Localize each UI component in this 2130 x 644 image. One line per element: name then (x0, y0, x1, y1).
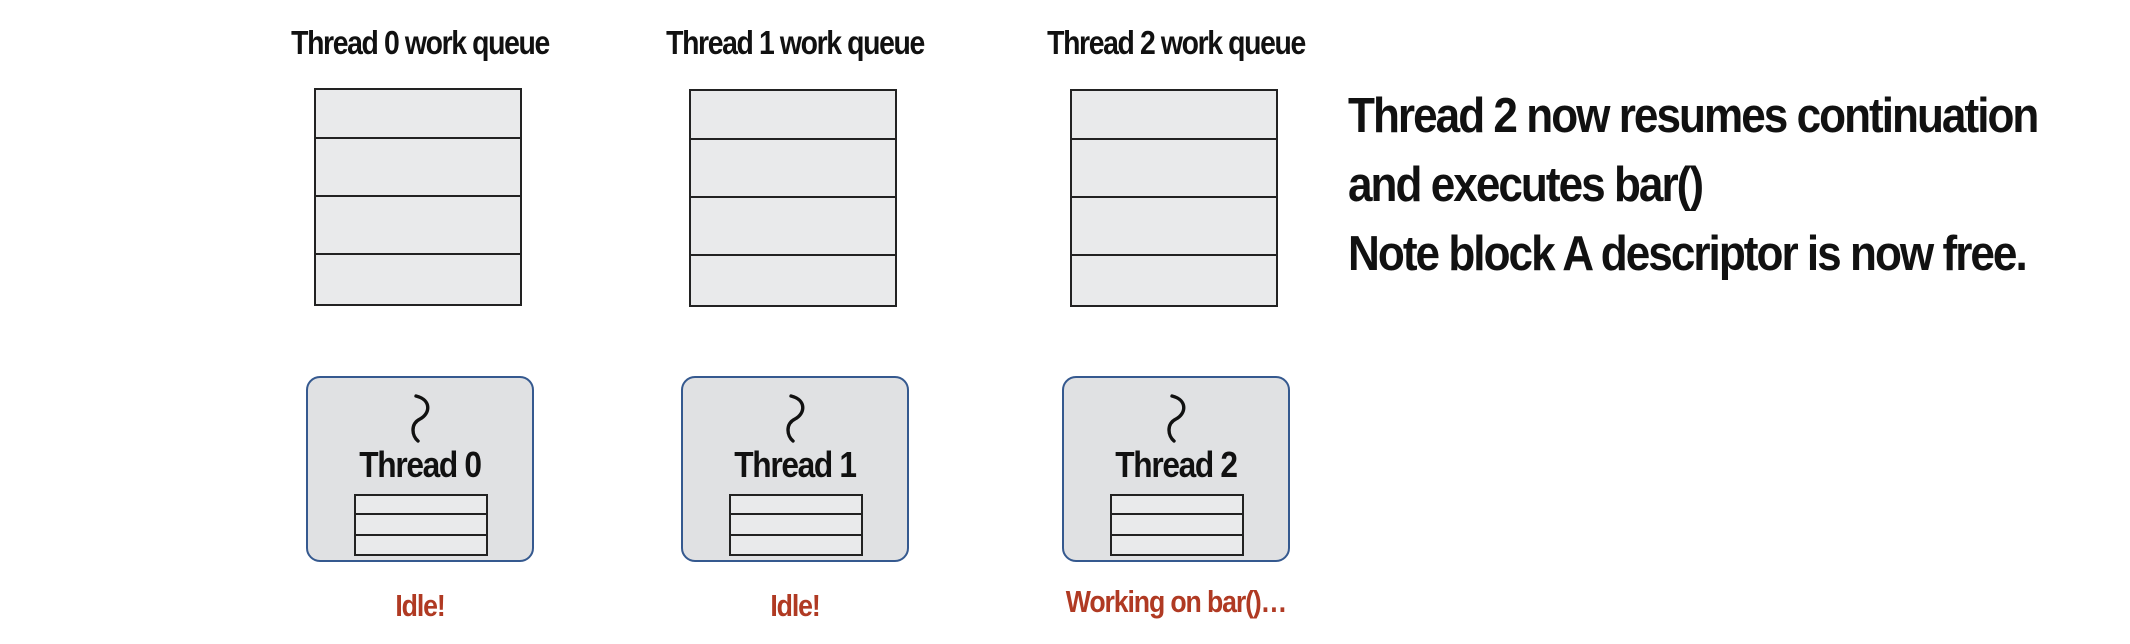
thread-label: Thread 1 (734, 444, 857, 485)
thread-box: Thread 2 (1062, 376, 1290, 562)
thread-squiggle-icon (1167, 394, 1186, 443)
work-queue (314, 88, 522, 306)
thread-stack (354, 494, 488, 556)
queue-slot-divider (691, 138, 895, 140)
thread-status: Idle! (395, 588, 445, 623)
thread-box: Thread 1 (681, 376, 909, 562)
stack-frame-divider (1112, 513, 1242, 515)
thread-status: Working on bar()… (1065, 584, 1288, 619)
stack-frame-divider (731, 534, 861, 536)
queue-slot-divider (316, 137, 520, 139)
stack-frame-divider (731, 513, 861, 515)
thread-stack (729, 494, 863, 556)
note-line: Thread 2 now resumes continuation (1348, 89, 2039, 143)
queue-slot-divider (316, 195, 520, 197)
queue-slot-divider (1072, 138, 1276, 140)
explanation-note: Thread 2 now resumes continuation and ex… (1348, 82, 2039, 289)
queue-slot-divider (1072, 254, 1276, 256)
stack-frame-divider (356, 534, 486, 536)
stack-frame-divider (1112, 534, 1242, 536)
thread-label: Thread 0 (359, 444, 482, 485)
thread-squiggle-icon (786, 394, 805, 443)
thread-status: Idle! (770, 588, 820, 623)
clipped-corner-glyph (2115, 626, 2129, 644)
queue-slot-divider (691, 196, 895, 198)
thread-label: Thread 2 (1115, 444, 1238, 485)
note-line: Note block A descriptor is now free. (1348, 227, 2028, 281)
queue-title: Thread 2 work queue (1047, 24, 1306, 61)
thread-stack (1110, 494, 1244, 556)
queue-title: Thread 0 work queue (291, 24, 550, 61)
queue-title: Thread 1 work queue (666, 24, 925, 61)
queue-slot-divider (1072, 196, 1276, 198)
note-line: and executes bar() (1348, 158, 1704, 212)
thread-squiggle-icon (411, 394, 430, 443)
corner-glyph-shape (2115, 633, 2129, 644)
queue-slot-divider (316, 253, 520, 255)
stack-frame-divider (356, 513, 486, 515)
work-queue (1070, 89, 1278, 307)
thread-box: Thread 0 (306, 376, 534, 562)
work-queue (689, 89, 897, 307)
queue-slot-divider (691, 254, 895, 256)
